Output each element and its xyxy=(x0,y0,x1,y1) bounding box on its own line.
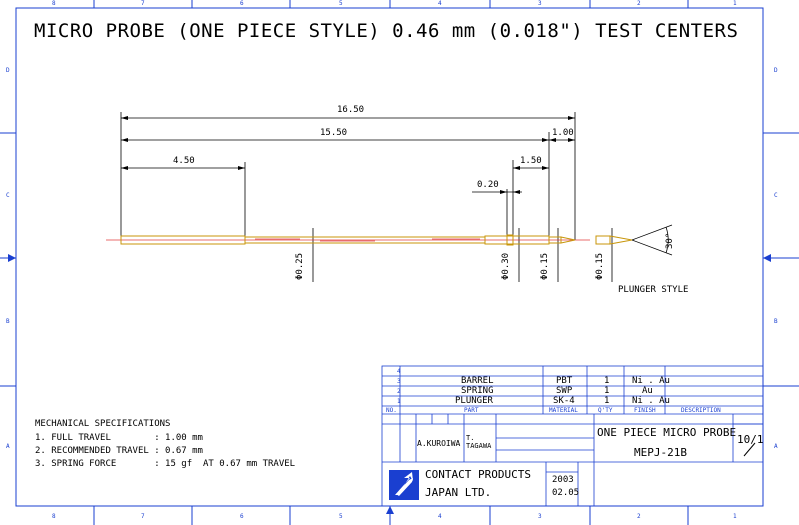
parts-row-qty: 1 xyxy=(604,386,610,396)
mech-spec-item: 3. SPRING FORCE : 15 gf AT 0.67 mm TRAVE… xyxy=(35,459,296,469)
row-label: A xyxy=(6,443,10,450)
drawing-scale: 10/1 xyxy=(737,433,764,446)
dim-mid-diameter: Φ0.30 xyxy=(501,252,511,280)
parts-header-material: MATERIAL xyxy=(549,407,578,414)
col-label: 4 xyxy=(438,0,442,7)
dimension-arrows xyxy=(121,116,575,194)
row-label: A xyxy=(774,443,778,450)
checked-by: T. TAGAWA xyxy=(466,434,492,450)
dim-tip: 1.00 xyxy=(552,128,574,138)
dim-plunger-length: 1.50 xyxy=(520,156,542,166)
dim-plunger-diameter: Φ0.15 xyxy=(540,252,550,280)
col-label: 7 xyxy=(141,0,145,7)
parts-header-description: DESCRIPTION xyxy=(681,407,721,414)
drawing-year: 2003 xyxy=(552,475,574,485)
col-label: 5 xyxy=(339,0,343,7)
parts-row-finish: Au xyxy=(642,386,653,396)
col-label: 3 xyxy=(538,0,542,7)
drawn-by: A.KUROIWA xyxy=(417,439,461,448)
company-name-line2: JAPAN LTD. xyxy=(425,486,492,499)
company-logo xyxy=(389,470,419,500)
col-label: 6 xyxy=(240,0,244,7)
dim-barrel-diameter: Φ0.25 xyxy=(295,252,305,280)
col-label: 1 xyxy=(733,0,737,7)
parts-row-qty: 1 xyxy=(604,396,610,406)
row-label: D xyxy=(6,67,10,74)
row-label: B xyxy=(774,318,778,325)
dim-overall: 16.50 xyxy=(337,105,365,115)
col-label: 8 xyxy=(52,0,56,7)
parts-row-part: PLUNGER xyxy=(455,396,493,406)
parts-header-part: PART xyxy=(464,407,479,414)
parts-header-qty: Q'TY xyxy=(598,407,613,414)
parts-row-no: 1 xyxy=(397,398,401,405)
col-label: 5 xyxy=(339,513,343,520)
parts-header-no: NO. xyxy=(386,407,397,414)
parts-row-no: 2 xyxy=(397,388,401,395)
parts-row-qty: 1 xyxy=(604,376,610,386)
scale-slash xyxy=(743,442,756,457)
col-label: 2 xyxy=(637,0,641,7)
parts-row-part: BARREL xyxy=(461,376,494,386)
dimension-lines xyxy=(120,112,673,282)
parts-row-finish: Ni . Au xyxy=(632,396,670,406)
drawing-number: MEPJ-21B xyxy=(634,446,687,459)
drawing-date: 02.05 xyxy=(552,488,580,498)
parts-and-title-table xyxy=(381,365,764,507)
col-label: 2 xyxy=(637,513,641,520)
dim-gap: 0.20 xyxy=(477,180,499,190)
col-label: 8 xyxy=(52,513,56,520)
company-name-line1: CONTACT PRODUCTS xyxy=(425,468,531,481)
drawing-name: ONE PIECE MICRO PROBE xyxy=(597,426,737,439)
row-label: C xyxy=(6,192,10,199)
mech-spec-heading: MECHANICAL SPECIFICATIONS xyxy=(35,419,171,429)
plunger-style-label: PLUNGER STYLE xyxy=(618,285,689,295)
parts-row-no: 4 xyxy=(397,368,401,375)
col-label: 4 xyxy=(438,513,442,520)
parts-row-material: SWP xyxy=(556,386,573,396)
dim-barrel: 15.50 xyxy=(320,128,348,138)
dim-style-diameter: Φ0.15 xyxy=(595,252,605,280)
parts-row-finish: Ni . Au xyxy=(632,376,670,386)
mech-spec-item: 1. FULL TRAVEL : 1.00 mm xyxy=(35,433,203,443)
row-label: B xyxy=(6,318,10,325)
col-label: 1 xyxy=(733,513,737,520)
drawing-title: MICRO PROBE (ONE PIECE STYLE) 0.46 mm (0… xyxy=(34,20,739,42)
dim-tip-angle: 30° xyxy=(665,232,675,249)
parts-row-material: PBT xyxy=(556,376,573,386)
col-label: 6 xyxy=(240,513,244,520)
col-label: 7 xyxy=(141,513,145,520)
parts-row-no: 3 xyxy=(397,378,401,385)
row-label: C xyxy=(774,192,778,199)
probe-highlights xyxy=(255,238,480,242)
mech-spec-item: 2. RECOMMENDED TRAVEL : 0.67 mm xyxy=(35,446,203,456)
probe-body xyxy=(120,234,633,246)
row-label: D xyxy=(774,67,778,74)
centering-marks xyxy=(8,254,771,514)
dim-left-section: 4.50 xyxy=(173,156,195,166)
parts-row-part: SPRING xyxy=(461,386,494,396)
col-label: 3 xyxy=(538,513,542,520)
parts-row-material: SK-4 xyxy=(553,396,575,406)
parts-header-finish: FINISH xyxy=(634,407,656,414)
